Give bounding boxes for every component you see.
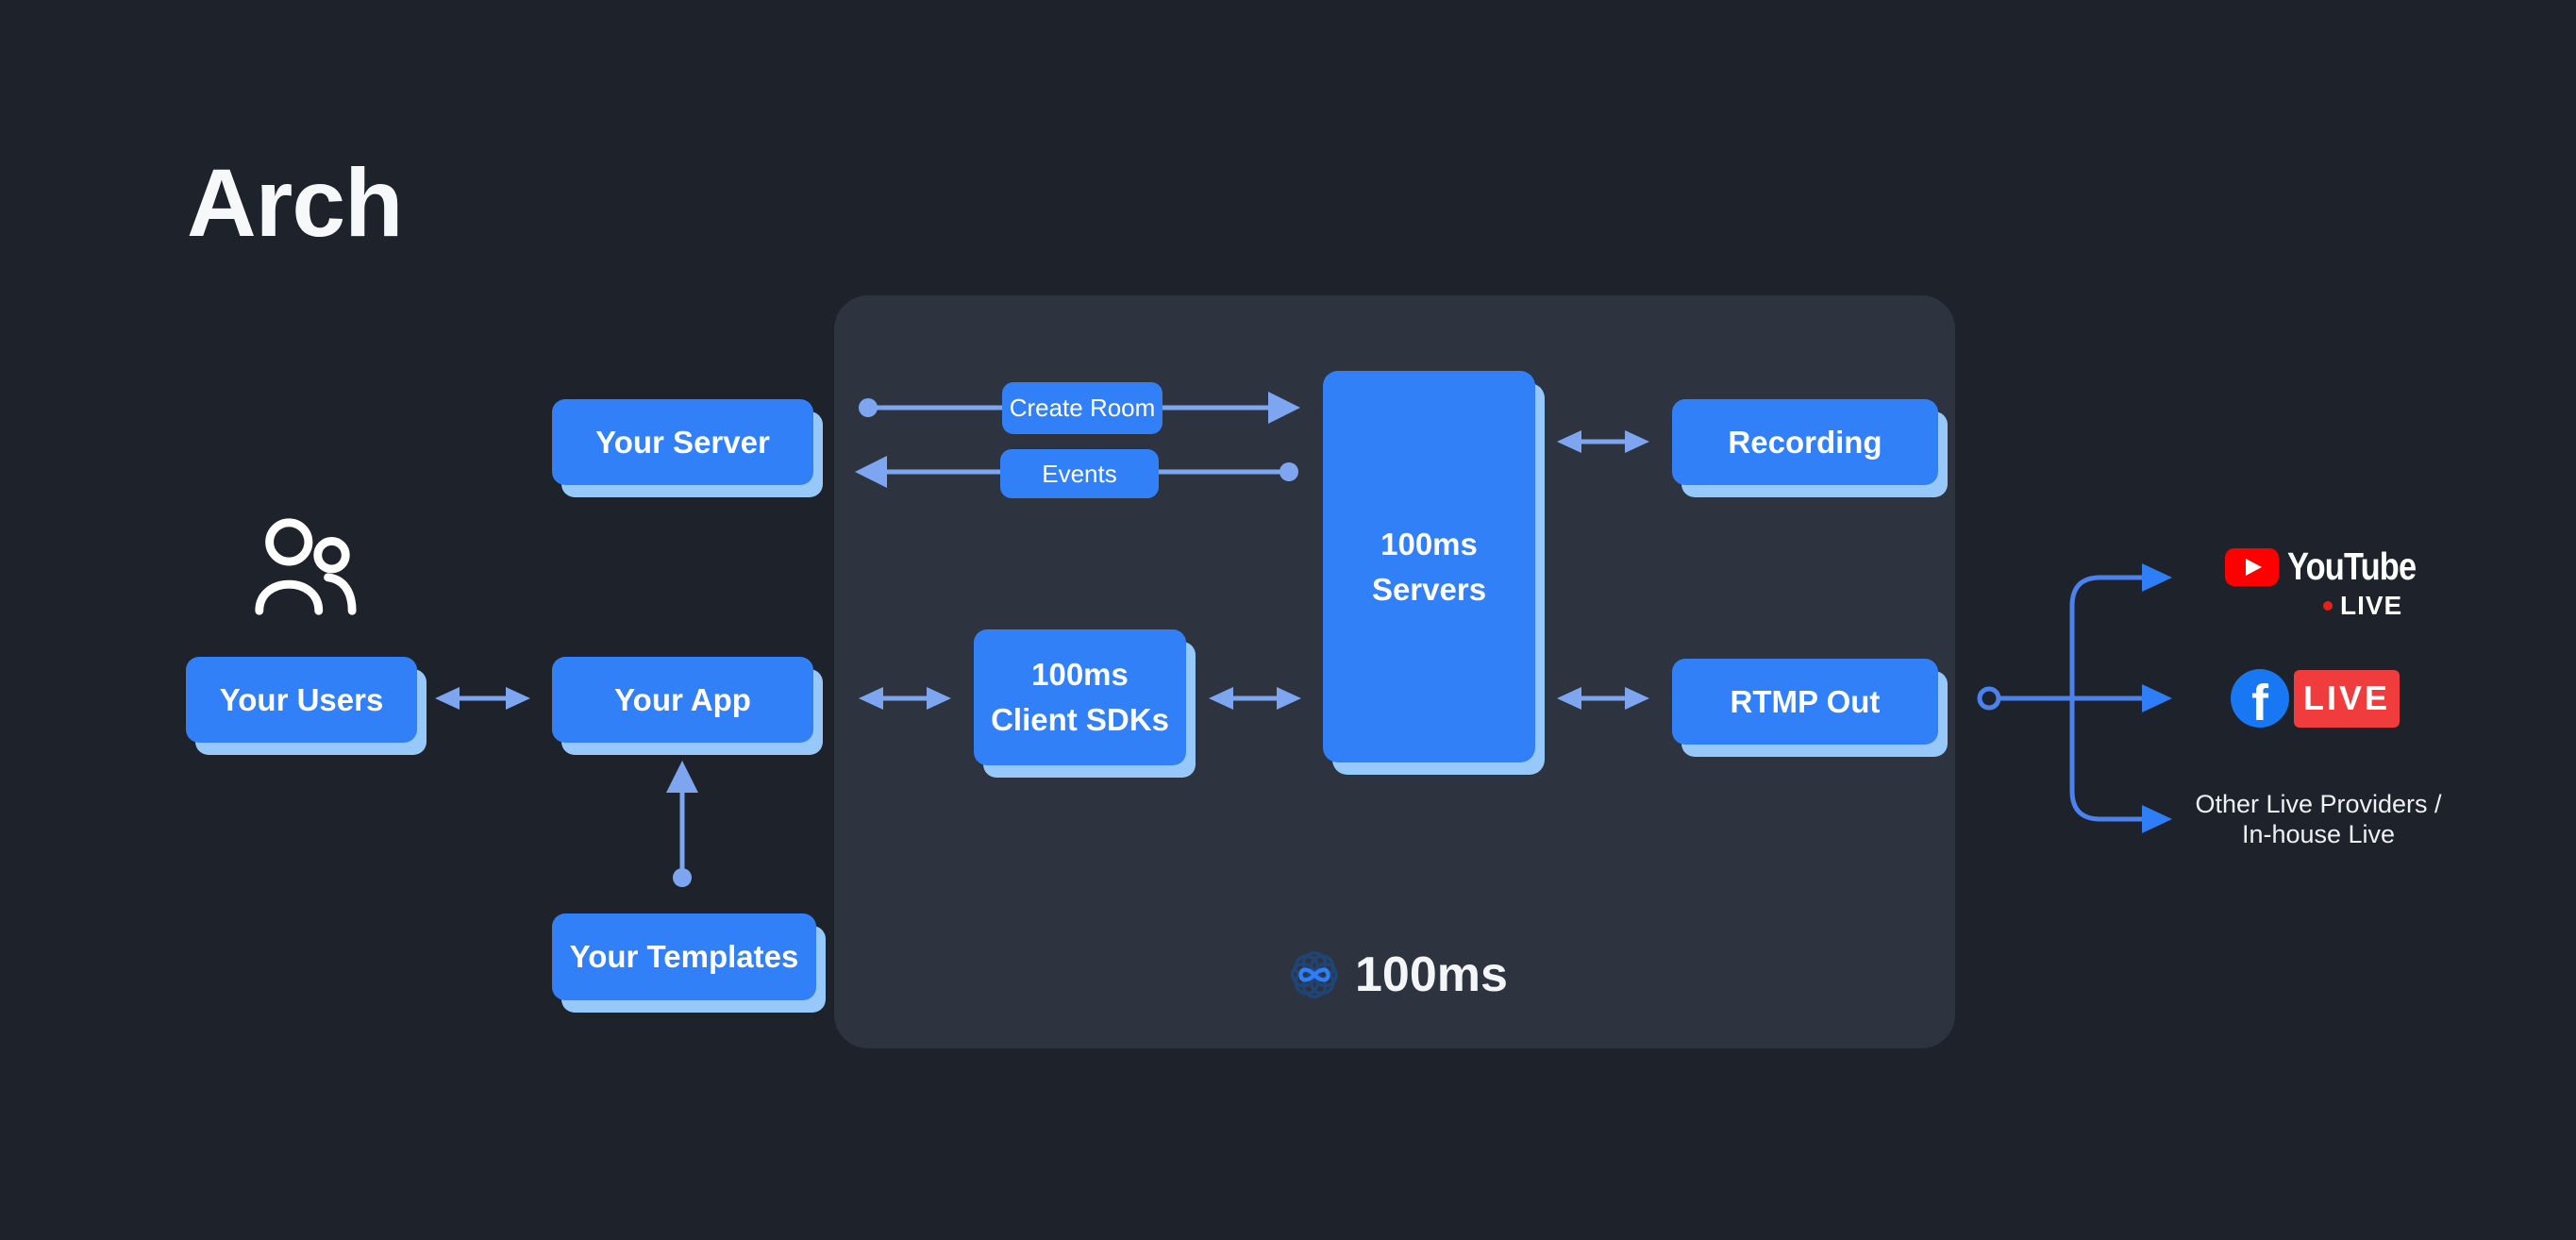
node-label-line2: Servers [1371,571,1487,607]
node-your-templates: Your Templates [552,913,816,1000]
branch-rtmp-destinations [1977,563,2172,833]
arrow-servers-recording [1557,430,1649,453]
other-live-providers-label: Other Live Providers / In-house Live [2195,789,2442,850]
node-label: Your App [614,681,751,717]
youtube-live-text: LIVE [2340,591,2403,620]
facebook-live-badge: LIVE [2294,669,2400,728]
node-label: Your Server [595,424,770,460]
node-100ms-servers: 100ms Servers [1323,371,1535,762]
100ms-logo: 100ms [1287,947,1508,1003]
node-rtmp-out: RTMP Out [1672,659,1938,745]
100ms-logo-icon [1291,951,1338,998]
pill-events: Events [1000,449,1159,498]
node-label-line1: 100ms [1031,657,1129,693]
arrowhead-other [2142,805,2172,833]
facebook-live-logo: f LIVE [2231,669,2400,728]
facebook-live-text: LIVE [2302,679,2390,717]
other-live-line1: Other Live Providers / [2195,790,2442,818]
node-your-users: Your Users [186,657,417,743]
other-live-line2: In-house Live [2241,820,2396,849]
facebook-f-glyph: f [2251,674,2268,728]
arrow-servers-rtmp [1557,687,1649,710]
node-label: RTMP Out [1730,683,1881,719]
pill-label: Events [1042,459,1117,488]
arrowhead-facebook [2142,684,2172,712]
page-title: Arch [187,149,403,257]
node-100ms-client-sdks: 100ms Client SDKs [974,629,1186,765]
youtube-live-label: LIVE [2323,591,2402,621]
node-label: Recording [1728,424,1882,460]
pill-label: Create Room [1009,394,1156,422]
youtube-live-logo: YouTube [2225,545,2440,589]
node-label: Your Users [219,681,384,717]
youtube-play-icon [2225,547,2279,586]
arrowhead-youtube [2142,563,2172,592]
node-your-app: Your App [552,657,813,743]
branch-origin-dot [1977,686,2001,711]
facebook-icon: f [2231,669,2289,728]
node-label-line2: Client SDKs [991,702,1169,737]
users-icon [255,518,357,615]
node-recording: Recording [1672,399,1938,485]
youtube-wordmark: YouTube [2287,545,2417,588]
pill-create-room: Create Room [1002,382,1163,434]
node-label: Your Templates [569,939,799,975]
arrow-app-sdk [859,687,951,710]
arrow-users-app [435,687,530,710]
arrow-templates-app [666,761,698,887]
node-label-line1: 100ms [1380,526,1478,561]
arrow-sdk-servers [1209,687,1301,710]
node-your-server: Your Server [552,399,813,485]
100ms-logo-text: 100ms [1355,947,1508,1002]
youtube-live-dot-icon [2323,601,2333,611]
